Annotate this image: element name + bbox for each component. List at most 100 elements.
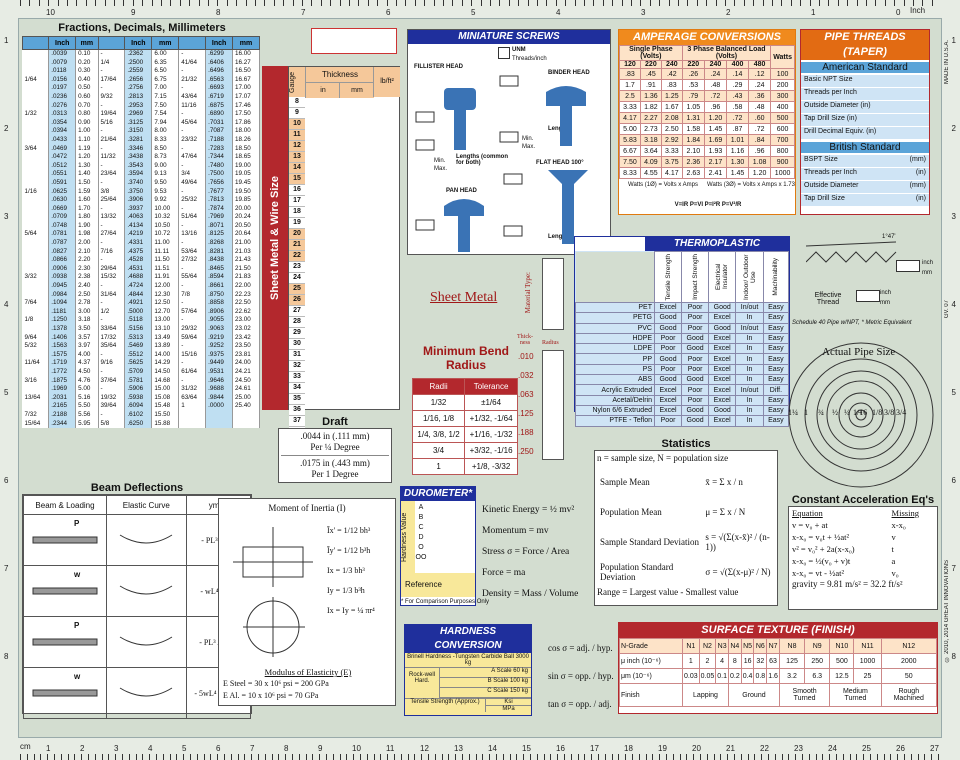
fraction-cell: - — [178, 84, 207, 93]
fraction-cell: .2188 — [48, 410, 77, 420]
ruler-number: 14 — [488, 744, 497, 753]
ruler-number: 15 — [522, 744, 531, 753]
fraction-cell: .1181 — [48, 307, 77, 317]
fraction-cell — [22, 58, 50, 68]
fraction-cell: 0.60 — [75, 92, 99, 102]
fraction-cell: 25/32 — [178, 196, 207, 205]
amperage-cell: .72 — [725, 112, 750, 124]
three-phase-header: 3 Phase Balanced Load (Volts) — [681, 45, 772, 61]
amperage-cell: .83 — [619, 68, 641, 80]
fraction-cell: - — [178, 239, 207, 248]
top-ruler — [0, 0, 960, 19]
ruler-tick — [189, 0, 191, 6]
fraction-cell: .5156 — [124, 325, 153, 334]
fraction-cell: - — [98, 221, 126, 231]
ruler-tick — [502, 754, 504, 760]
ruler-tick — [734, 0, 736, 6]
british-row-label: BSPT Size — [804, 156, 838, 163]
fraction-cell: 3/4 — [178, 170, 207, 179]
ruler-tick — [564, 754, 565, 760]
ruler-tick — [455, 754, 457, 760]
accel-cell: x-x₀ = ½(v₀ + v)t — [792, 556, 851, 566]
thermo-cell: Acrylic Extruded — [575, 384, 655, 396]
ruler-tick — [584, 0, 585, 6]
fraction-cell: 29/32 — [178, 325, 207, 334]
ruler-number: 8 — [4, 652, 9, 661]
thermo-cell: Easy — [762, 415, 790, 427]
amperage-cell: 4.17 — [660, 167, 683, 179]
fraction-cell: .5313 — [124, 333, 153, 343]
inch-box-2[interactable] — [856, 290, 880, 302]
amperage-cell: .60 — [748, 112, 772, 124]
ruler-tick — [339, 754, 341, 760]
material-box[interactable] — [542, 258, 564, 330]
fraction-cell: .7969 — [205, 213, 234, 222]
thermo-cell: In — [735, 415, 764, 427]
fraction-cell — [22, 204, 50, 214]
amperage-cell: 500 — [770, 112, 795, 124]
amperage-cell: 7.50 — [619, 156, 641, 168]
amperage-cell: .14 — [725, 68, 750, 80]
fraction-cell: .2344 — [48, 419, 77, 429]
flat-label: FLAT HEAD 100° — [536, 160, 584, 166]
fraction-cell: .8268 — [205, 239, 234, 248]
british-row-unit: (in) — [915, 195, 926, 202]
fraction-cell: - — [178, 359, 207, 368]
fraction-cell — [22, 264, 50, 274]
fraction-cell — [22, 256, 50, 265]
ruler-number: 4 — [4, 300, 9, 309]
fraction-cell: 61/64 — [178, 367, 207, 377]
fraction-cell: .0156 — [48, 75, 77, 85]
fraction-cell: 11/16 — [178, 101, 207, 111]
fraction-cell: .9252 — [205, 342, 234, 351]
bend-cell: 1 — [411, 458, 466, 475]
red-label-box[interactable] — [311, 28, 397, 54]
fraction-cell: 0.80 — [75, 110, 99, 119]
amperage-cell: 2.92 — [660, 134, 683, 146]
unm-box[interactable] — [498, 47, 510, 59]
thermo-cell: Excel — [653, 384, 683, 396]
ruler-number: 4 — [556, 8, 561, 17]
fraction-cell: .9063 — [205, 325, 234, 334]
fraction-cell: 11.50 — [151, 256, 180, 265]
ruler-tick — [693, 754, 695, 760]
amperage-cell: 2.50 — [660, 123, 683, 135]
amperage-cell: .43 — [725, 90, 750, 102]
radius-box[interactable] — [542, 350, 564, 460]
fraction-cell: 23.50 — [232, 342, 260, 351]
ruler-tick — [621, 0, 623, 6]
fraction-cell: - — [98, 316, 126, 325]
version-label: GV. 07 — [944, 300, 950, 319]
fraction-cell: 12.50 — [151, 299, 180, 308]
thermo-header-label: Indoor/ Outdoor Use — [742, 254, 757, 300]
fraction-cell: .3281 — [124, 135, 153, 145]
fraction-cell: 2.78 — [75, 299, 99, 308]
ruler-tick — [570, 754, 572, 760]
thermo-cell: Good — [653, 322, 683, 334]
fraction-cell — [22, 290, 50, 300]
inch-box[interactable] — [896, 260, 920, 272]
thermo-cell: Excel — [708, 353, 737, 365]
ruler-tick — [264, 754, 266, 760]
fraction-cell: 7.54 — [151, 110, 180, 119]
fraction-cell: .8661 — [205, 282, 234, 291]
gauge-cell: 19 — [289, 218, 305, 229]
fraction-cell: 27/64 — [98, 230, 126, 240]
ruler-tick — [462, 754, 463, 760]
pipe-title: PIPE THREADS (TAPER) — [801, 30, 929, 60]
amperage-cell: .36 — [748, 90, 772, 102]
fraction-cell: 3.50 — [75, 325, 99, 334]
amperage-cell: .42 — [660, 68, 683, 80]
ruler-tick — [743, 0, 745, 6]
fraction-cell: .6406 — [205, 58, 234, 68]
stat-cell: σ = √(Σ(x-μ)² / N) — [705, 567, 771, 577]
ruler-tick — [897, 754, 899, 760]
fraction-cell: - — [98, 239, 126, 248]
angle-label: 1°47' — [882, 234, 896, 240]
